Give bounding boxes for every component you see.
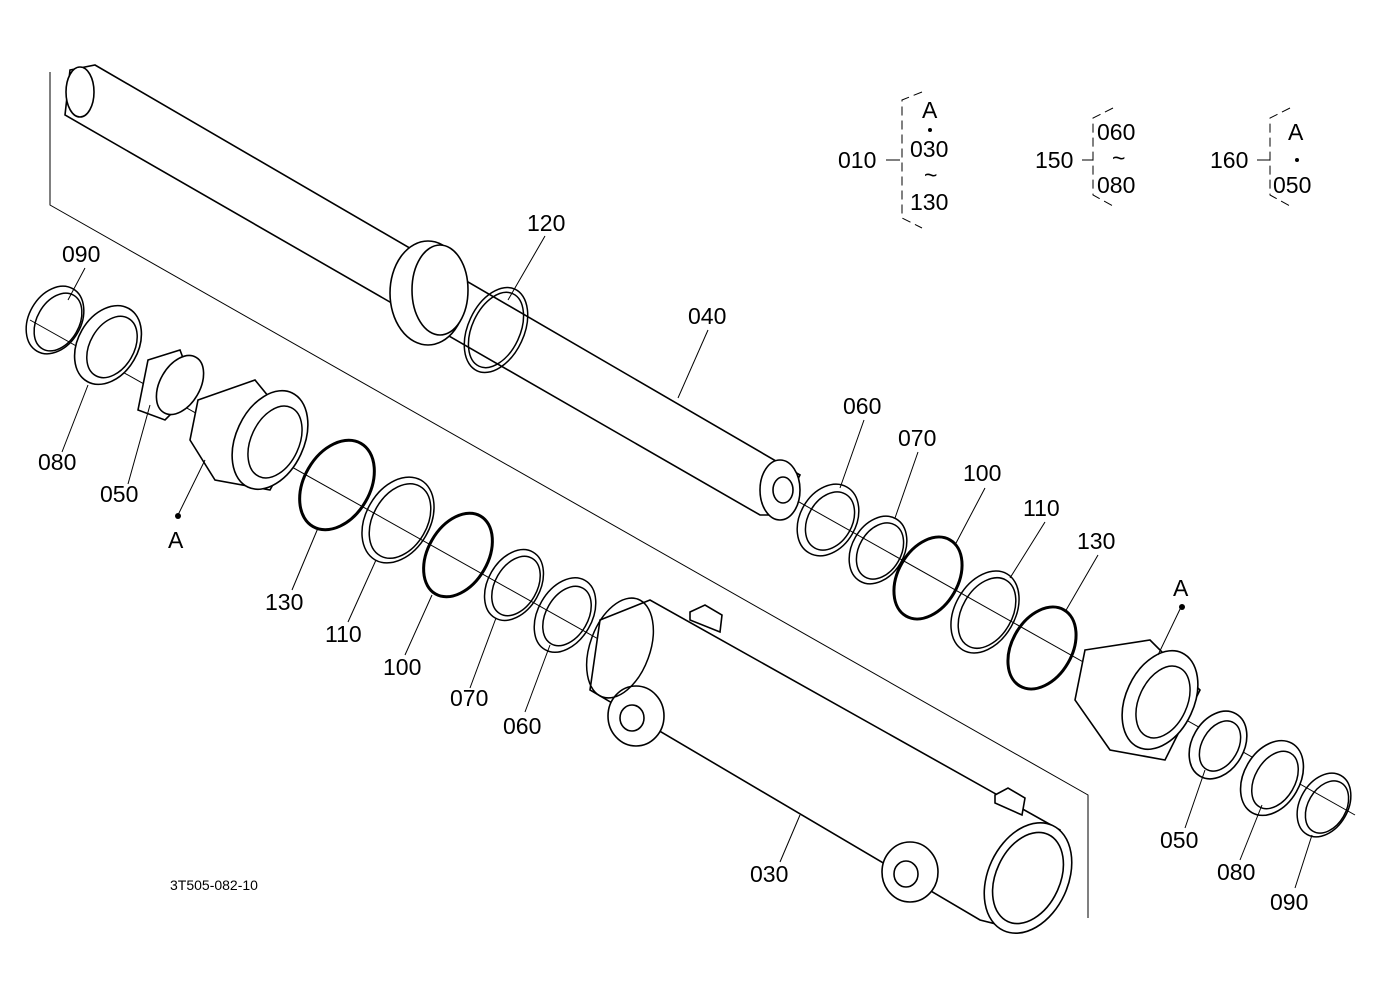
legend-010-item-tilde: ~ (924, 162, 937, 188)
callout-050-left: 050 (100, 481, 138, 507)
callout-090-right: 090 (1270, 889, 1308, 915)
legend-010-item-030: 030 (910, 136, 948, 162)
callout-070-right: 070 (898, 425, 936, 451)
callout-030: 030 (750, 861, 788, 887)
legend-160-item-a: A (1288, 119, 1304, 145)
leader-lines (61, 235, 1313, 889)
legend-150-parent: 150 (1035, 147, 1073, 173)
left-parts (25, 285, 597, 653)
right-parts (796, 483, 1352, 838)
callout-060-right: 060 (843, 393, 881, 419)
legend-150-item-tilde: ~ (1112, 145, 1125, 171)
legend-160-item-050: 050 (1273, 172, 1311, 198)
callout-080-right: 080 (1217, 859, 1255, 885)
drawing-code: 3T505-082-10 (170, 877, 258, 893)
callout-040: 040 (688, 303, 726, 329)
legend-150: 150 060 ~ 080 (1035, 107, 1135, 207)
legend-010-item-130: 130 (910, 189, 948, 215)
callout-080-left: 080 (38, 449, 76, 475)
callout-050-right: 050 (1160, 827, 1198, 853)
ring-120 (463, 286, 529, 374)
callout-100-left: 100 (383, 654, 421, 680)
point-a-right-marker (1179, 604, 1185, 610)
assembly-frame (49, 72, 1089, 918)
center-axis-left (29, 319, 601, 641)
callout-060-left: 060 (503, 713, 541, 739)
callout-a-left: A (168, 527, 184, 553)
legend-010-item-a: A (922, 97, 938, 123)
callout-070-left: 070 (450, 685, 488, 711)
callout-130-right: 130 (1077, 528, 1115, 554)
legend-160: 160 A 050 (1210, 107, 1311, 207)
callout-110-right: 110 (1023, 495, 1060, 521)
legend-150-item-080: 080 (1097, 172, 1135, 198)
legend-150-item-060: 060 (1097, 119, 1135, 145)
point-a-left-marker (175, 513, 181, 519)
cylinder-tube (585, 597, 1073, 935)
callout-110-left: 110 (325, 621, 362, 647)
callout-090-left: 090 (62, 241, 100, 267)
legend-010-parent: 010 (838, 147, 876, 173)
callout-100-right: 100 (963, 460, 1001, 486)
legend-010: 010 A 030 ~ 130 (838, 91, 948, 229)
piston-rod (64, 64, 802, 521)
callout-a-right: A (1173, 575, 1189, 601)
callout-130-left: 130 (265, 589, 303, 615)
callout-120: 120 (527, 210, 565, 236)
legend-160-parent: 160 (1210, 147, 1248, 173)
